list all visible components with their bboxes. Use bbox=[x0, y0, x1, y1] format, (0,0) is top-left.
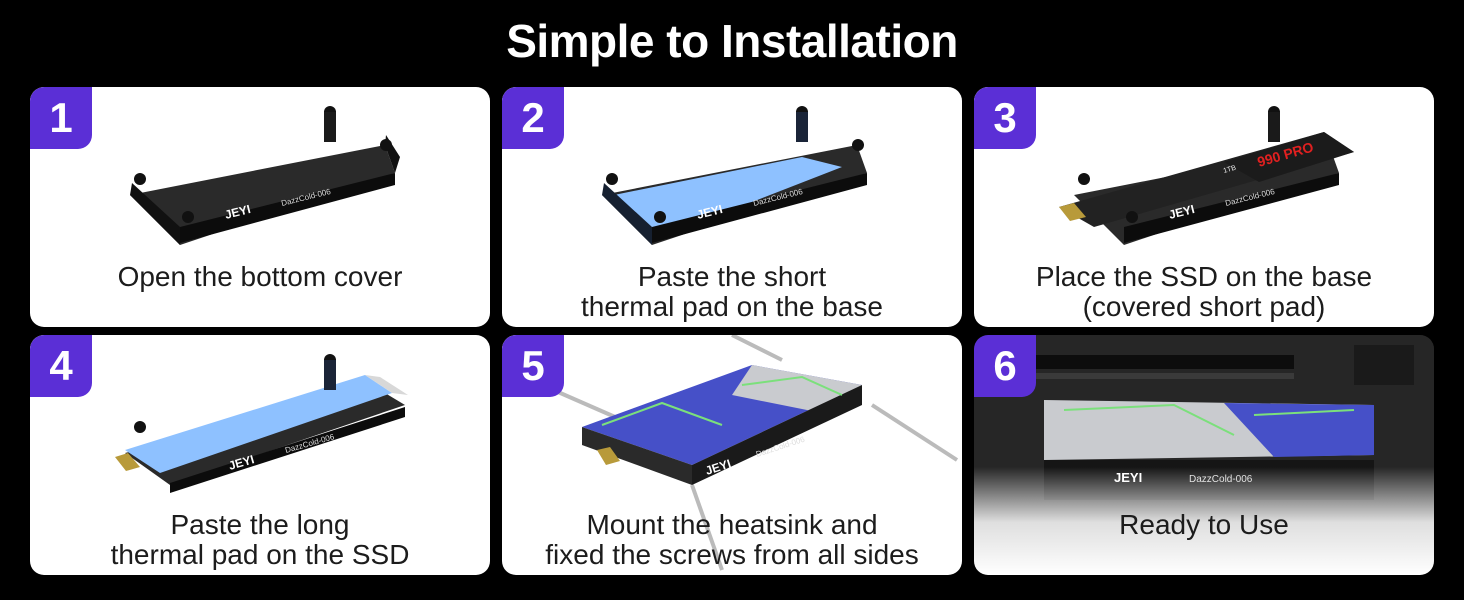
step-number-badge: 1 bbox=[30, 87, 92, 149]
step-number-badge: 2 bbox=[502, 87, 564, 149]
mount-heatsink-illustration: JEYI DazzCold-006 bbox=[541, 335, 959, 571]
short-thermal-pad-illustration: JEYI DazzCold-006 bbox=[602, 106, 867, 245]
step-caption: Place the SSD on the base (covered short… bbox=[974, 262, 1434, 322]
bottom-fade bbox=[974, 335, 1434, 575]
caption-line-2: thermal pad on the base bbox=[581, 291, 883, 322]
step-number-badge: 6 bbox=[974, 335, 1036, 397]
bottom-cover-illustration: JEYI DazzCold-006 bbox=[130, 106, 400, 245]
caption-line-2: fixed the screws from all sides bbox=[545, 539, 919, 570]
step-caption: Paste the short thermal pad on the base bbox=[502, 262, 962, 322]
brand-label: JEYI bbox=[695, 202, 724, 222]
step-caption: Mount the heatsink and fixed the screws … bbox=[502, 510, 962, 570]
step-card-1: 1 JEYI DazzCold-006 Open the bottom cove… bbox=[30, 87, 490, 327]
step-caption: Ready to Use bbox=[974, 510, 1434, 540]
step-card-6: JEYI DazzCold-006 6 Ready to Use bbox=[974, 335, 1434, 575]
long-thermal-pad-illustration: JEYI DazzCold-006 bbox=[115, 354, 408, 493]
ssd-on-base-illustration: 990 PRO 1TB JEYI DazzCold-006 bbox=[1059, 106, 1354, 245]
caption-line-1: Paste the short bbox=[637, 261, 827, 292]
step-number-badge: 3 bbox=[974, 87, 1036, 149]
step-number-badge: 5 bbox=[502, 335, 564, 397]
caption-line-1: Place the SSD on the base bbox=[1035, 261, 1373, 292]
step-card-3: 3 990 PRO 1TB JEYI DazzCold-006 Place th… bbox=[974, 87, 1434, 327]
step-number-badge: 4 bbox=[30, 335, 92, 397]
ssd-capacity-label: 1TB bbox=[1223, 165, 1238, 175]
step-caption: Open the bottom cover bbox=[30, 262, 490, 292]
brand-label: JEYI bbox=[223, 202, 252, 222]
step-card-2: 2 JEYI DazzCold-006 Paste the short ther… bbox=[502, 87, 962, 327]
step-card-5: 5 JEYI DazzCold-006 Mount the heatsink a… bbox=[502, 335, 962, 575]
brand-label: JEYI bbox=[1167, 202, 1196, 222]
step-card-4: 4 JEYI DazzCold-006 Paste the long therm… bbox=[30, 335, 490, 575]
caption-line-2: (covered short pad) bbox=[1082, 291, 1326, 322]
caption-line-1: Mount the heatsink and bbox=[586, 509, 878, 540]
caption-line-1: Open the bottom cover bbox=[117, 261, 403, 292]
caption-line-1: Ready to Use bbox=[1119, 509, 1289, 540]
page-title: Simple to Installation bbox=[506, 15, 958, 67]
caption-line-1: Paste the long bbox=[170, 509, 350, 540]
caption-line-2: thermal pad on the SSD bbox=[110, 539, 410, 570]
brand-label: JEYI bbox=[227, 452, 256, 473]
step-caption: Paste the long thermal pad on the SSD bbox=[30, 510, 490, 570]
